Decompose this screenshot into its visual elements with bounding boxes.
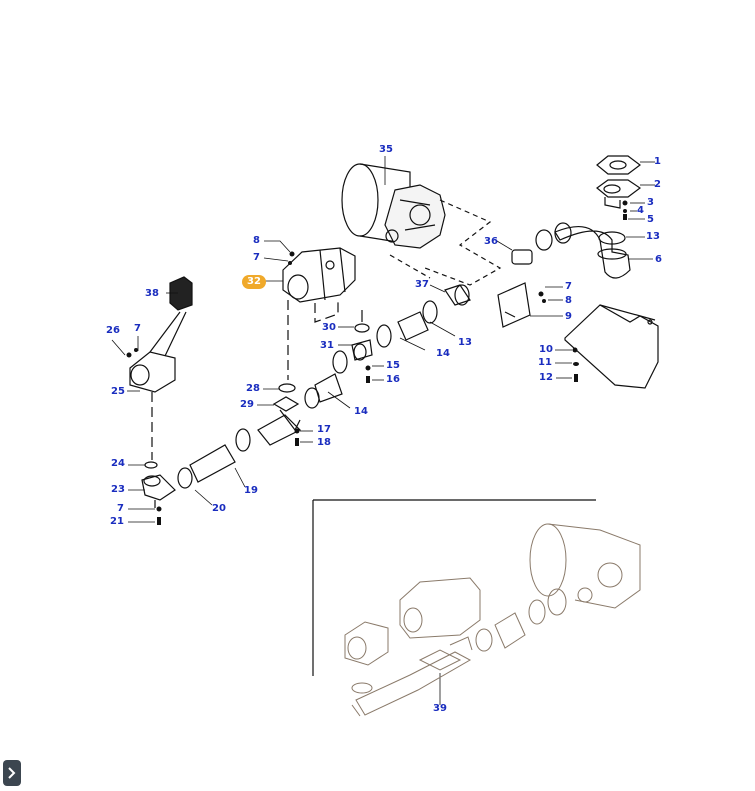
part-label-3[interactable]: 3 <box>647 197 654 208</box>
part-label-36[interactable]: 36 <box>484 236 498 247</box>
part-6-elbow <box>554 225 631 279</box>
part-1-gasket <box>596 155 641 175</box>
part-label-10[interactable]: 10 <box>539 344 553 355</box>
part-label-17[interactable]: 17 <box>317 424 331 435</box>
part-label-19[interactable]: 19 <box>244 485 258 496</box>
part-label-18[interactable]: 18 <box>317 437 331 448</box>
part-label-14[interactable]: 14 <box>436 348 450 359</box>
part-label-12[interactable]: 12 <box>539 372 553 383</box>
part-label-13[interactable]: 13 <box>646 231 660 242</box>
part-label-30[interactable]: 30 <box>322 322 336 333</box>
part-label-23[interactable]: 23 <box>111 484 125 495</box>
part-label-4[interactable]: 4 <box>637 205 644 216</box>
part-label-6[interactable]: 6 <box>655 254 662 265</box>
expand-panel-button[interactable] <box>3 760 21 786</box>
part-label-5[interactable]: 5 <box>647 214 654 225</box>
part-label-7[interactable]: 7 <box>134 323 141 334</box>
part-label-7[interactable]: 7 <box>565 281 572 292</box>
part-29-flange <box>272 396 301 432</box>
part-label-11[interactable]: 11 <box>538 357 552 368</box>
part-label-24[interactable]: 24 <box>111 458 125 469</box>
part-label-28[interactable]: 28 <box>246 383 260 394</box>
part-32-pump <box>282 247 356 303</box>
part-label-20[interactable]: 20 <box>212 503 226 514</box>
part-10-bracket <box>564 304 659 389</box>
part-label-15[interactable]: 15 <box>386 360 400 371</box>
part-label-1[interactable]: 1 <box>654 156 661 167</box>
part-label-7[interactable]: 7 <box>253 252 260 263</box>
part-label-13[interactable]: 13 <box>458 337 472 348</box>
part-35-housing <box>341 163 446 249</box>
part-37-adapter <box>444 284 471 306</box>
part-label-39[interactable]: 39 <box>433 703 447 714</box>
part-label-8[interactable]: 8 <box>253 235 260 246</box>
part-23-fitting <box>141 474 176 508</box>
part-label-35[interactable]: 35 <box>379 144 393 155</box>
part-2-flange <box>596 179 642 209</box>
part-label-37[interactable]: 37 <box>415 279 429 290</box>
part-38-cap <box>169 276 193 311</box>
part-label-31[interactable]: 31 <box>320 340 334 351</box>
part-36-fitting <box>511 222 572 265</box>
part-label-26[interactable]: 26 <box>106 325 120 336</box>
chevron-right-icon <box>8 767 16 779</box>
part-31-flange <box>351 339 373 361</box>
part-label-8[interactable]: 8 <box>565 295 572 306</box>
part-label-7[interactable]: 7 <box>117 503 124 514</box>
part-label-9[interactable]: 9 <box>565 311 572 322</box>
part-label-21[interactable]: 21 <box>110 516 124 527</box>
part-9-plate <box>497 282 531 328</box>
part-label-25[interactable]: 25 <box>111 386 125 397</box>
part-label-29[interactable]: 29 <box>240 399 254 410</box>
part-label-16[interactable]: 16 <box>386 374 400 385</box>
part-25-pump <box>129 351 176 393</box>
part-label-32-selected[interactable]: 32 <box>242 275 266 289</box>
part-label-2[interactable]: 2 <box>654 179 661 190</box>
part-label-38[interactable]: 38 <box>145 288 159 299</box>
part-label-14[interactable]: 14 <box>354 406 368 417</box>
